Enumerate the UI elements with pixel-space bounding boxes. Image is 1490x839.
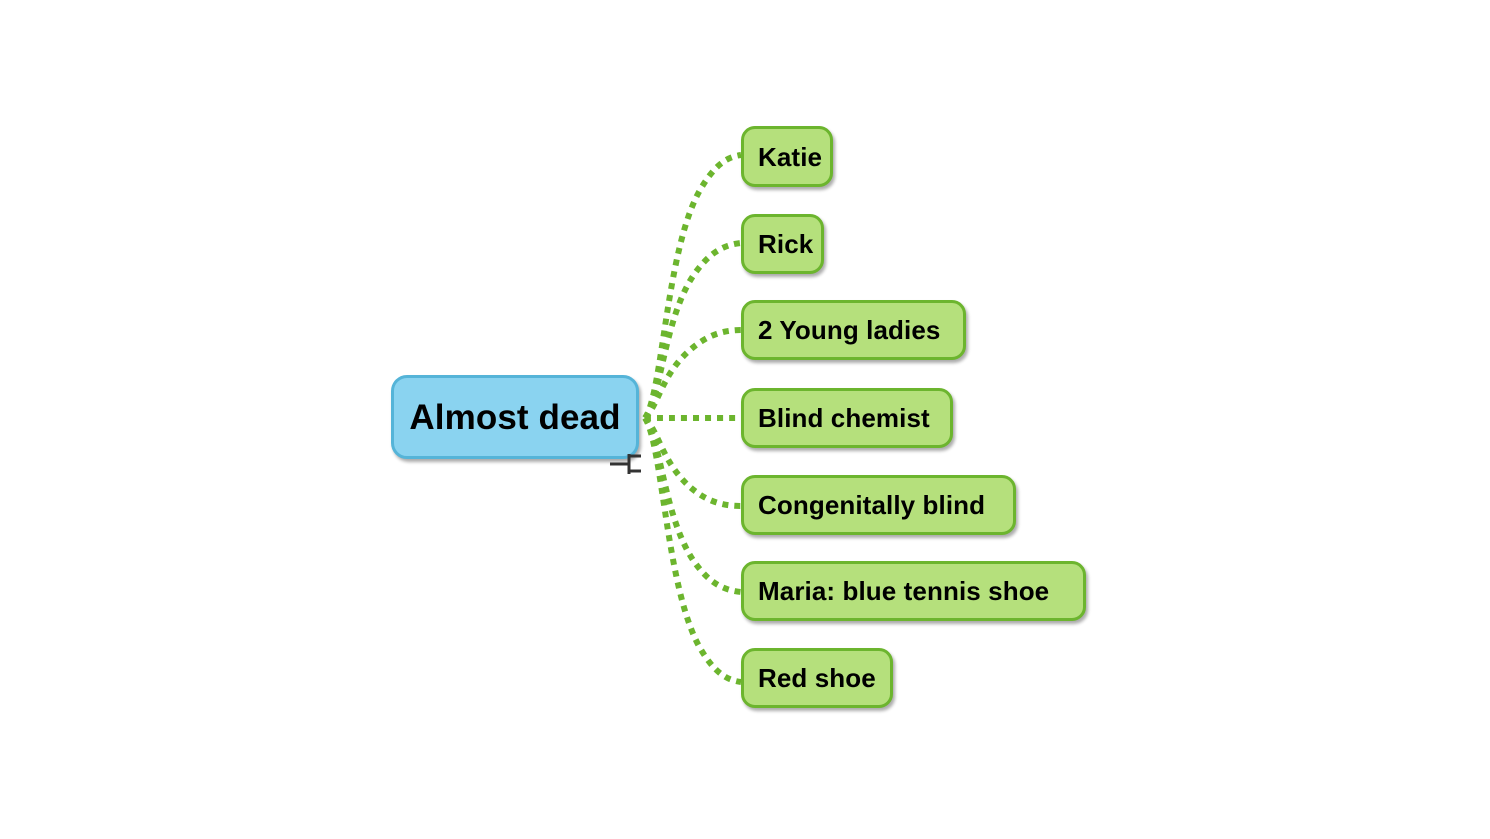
child-node-label: Red shoe	[758, 663, 876, 693]
child-node-red-shoe[interactable]: Red shoe	[741, 648, 893, 708]
connector-to-red-shoe	[642, 416, 742, 685]
child-node-blind-chemist[interactable]: Blind chemist	[741, 388, 953, 448]
child-node-rick[interactable]: Rick	[741, 214, 824, 274]
child-node-label: Blind chemist	[758, 403, 930, 433]
connector-to-congen	[642, 415, 742, 509]
root-node-almost-dead[interactable]: Almost dead	[391, 375, 639, 459]
connector-to-katie	[642, 152, 742, 420]
child-node-label: Maria: blue tennis shoe	[758, 576, 1050, 606]
child-node-label: 2 Young ladies	[758, 315, 941, 345]
collapse-fork-icon[interactable]	[609, 449, 643, 479]
child-node-congenitally-blind[interactable]: Congenitally blind	[741, 475, 1016, 535]
child-node-katie[interactable]: Katie	[741, 126, 833, 187]
child-node-maria-blue-tennis-shoe[interactable]: Maria: blue tennis shoe	[741, 561, 1086, 621]
root-node-label: Almost dead	[409, 397, 621, 437]
child-node-2-young-ladies[interactable]: 2 Young ladies	[741, 300, 966, 360]
child-node-label: Katie	[758, 141, 823, 172]
connector-to-rick	[642, 240, 742, 420]
connector-to-2-young	[642, 327, 742, 421]
connector-to-maria	[642, 416, 742, 595]
collapse-fork-glyph	[610, 454, 641, 474]
child-node-label: Congenitally blind	[758, 490, 986, 520]
child-node-label: Rick	[758, 229, 814, 259]
